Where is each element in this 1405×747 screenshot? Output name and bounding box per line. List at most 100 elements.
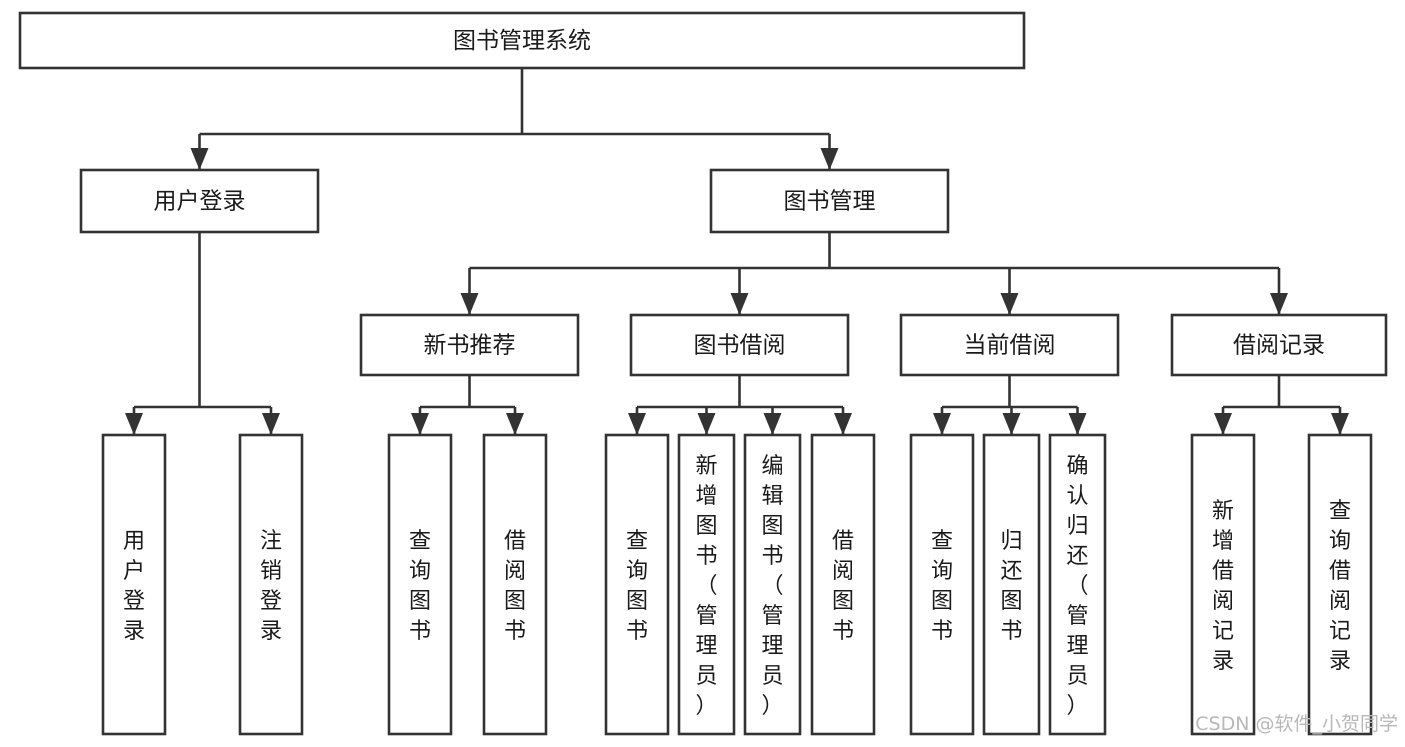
arrow-head-icon-leaf-add-record <box>1214 413 1232 435</box>
node-book-borrow[interactable]: 图书借阅 <box>629 313 850 377</box>
node-label-char: 书 <box>761 544 783 569</box>
node-user-login[interactable]: 用户登录 <box>79 168 320 234</box>
node-new-book-recommend[interactable]: 新书推荐 <box>359 313 580 377</box>
arrow-head-icon-leaf-confirm-return <box>1068 413 1087 435</box>
arrow-head-icon-book-manage <box>820 148 839 170</box>
node-label-char: 记 <box>1212 619 1234 644</box>
node-box-leaf-user-login <box>101 433 167 736</box>
node-book-manage[interactable]: 图书管理 <box>709 168 950 234</box>
node-box-leaf-confirm-return <box>1048 433 1107 736</box>
node-box-leaf-query-record <box>1307 433 1373 736</box>
node-label-char: 还 <box>1000 559 1022 584</box>
node-box-leaf-edit-book <box>743 433 802 736</box>
node-label-char: 阅 <box>504 559 526 584</box>
node-label-char: 阅 <box>1329 589 1351 614</box>
node-leaf-user-login[interactable]: 用户登录 <box>101 433 167 736</box>
node-label-char: 书 <box>832 619 854 644</box>
arrow-head-icon-leaf-query-book-rec <box>411 413 429 435</box>
node-box-book-borrow <box>629 313 850 377</box>
node-label-char: （ <box>695 574 717 599</box>
node-borrow-record[interactable]: 借阅记录 <box>1170 313 1388 377</box>
nodes-layer: 图书管理系统用户登录图书管理新书推荐图书借阅当前借阅借阅记录用户登录注销登录查询… <box>18 11 1388 736</box>
node-label-char: 管 <box>1066 604 1088 629</box>
node-label-char: 图 <box>409 589 431 614</box>
node-label-char: 询 <box>626 559 648 584</box>
arrow-head-icon-leaf-edit-book <box>763 413 782 435</box>
node-label-char: 图 <box>832 589 854 614</box>
node-label-char: 询 <box>931 559 953 584</box>
node-box-leaf-query-book-borrow <box>604 433 670 736</box>
node-label-current-borrow: 当前借阅 <box>964 333 1056 359</box>
arrow-head-icon-borrow-record <box>1270 293 1288 315</box>
node-label-char: 图 <box>1000 589 1022 614</box>
node-label-char: 新 <box>695 454 717 479</box>
node-label-char: 录 <box>260 619 282 644</box>
node-label-char: 登 <box>260 589 282 614</box>
node-current-borrow[interactable]: 当前借阅 <box>899 313 1120 377</box>
node-label-char: 书 <box>1000 619 1022 644</box>
node-root[interactable]: 图书管理系统 <box>18 11 1026 70</box>
node-label-char: 新 <box>1212 499 1234 524</box>
node-label-user-login: 用户登录 <box>154 189 246 215</box>
node-label-char: 查 <box>1329 499 1351 524</box>
node-label-book-borrow: 图书借阅 <box>694 333 786 359</box>
node-label-char: 员 <box>695 664 717 689</box>
node-label-char: 图 <box>504 589 526 614</box>
node-label-char: 阅 <box>832 559 854 584</box>
node-label-char: 销 <box>260 559 282 584</box>
node-label-char: ） <box>695 694 717 719</box>
node-label-char: 确 <box>1066 454 1088 479</box>
node-box-leaf-borrow-book-rec <box>482 433 548 736</box>
node-label-char: 员 <box>761 664 783 689</box>
node-label-char: 查 <box>409 529 431 554</box>
node-label-char: 书 <box>626 619 648 644</box>
node-label-char: 辑 <box>761 484 783 509</box>
node-box-leaf-add-book <box>677 433 736 736</box>
node-label-char: 书 <box>504 619 526 644</box>
connectors-layer <box>125 68 1349 435</box>
node-label-char: 还 <box>1066 544 1088 569</box>
node-label-char: 图 <box>626 589 648 614</box>
node-label-char: ） <box>761 694 783 719</box>
node-label-char: 理 <box>1066 634 1088 659</box>
node-label-char: 借 <box>832 529 854 554</box>
node-box-user-login <box>79 168 320 234</box>
node-label-char: 编 <box>761 454 783 479</box>
node-label-char: 理 <box>695 634 717 659</box>
node-label-char: 增 <box>695 484 717 509</box>
node-box-root <box>18 11 1026 70</box>
node-label-char: 借 <box>1212 559 1234 584</box>
node-box-leaf-logout <box>238 433 304 736</box>
node-box-leaf-add-record <box>1190 433 1256 736</box>
node-box-borrow-record <box>1170 313 1388 377</box>
node-box-leaf-query-book-rec <box>387 433 453 736</box>
node-label-char: 归 <box>1066 514 1088 539</box>
node-label-char: 图 <box>695 514 717 539</box>
node-label-char: 借 <box>1329 559 1351 584</box>
arrow-head-icon-leaf-query-record <box>1331 413 1349 435</box>
arrow-head-icon-current-borrow <box>1000 293 1019 315</box>
node-box-leaf-query-book-cur <box>909 433 975 736</box>
node-label-new-book-recommend: 新书推荐 <box>424 333 516 359</box>
node-label-char: （ <box>1066 574 1088 599</box>
node-label-char: 询 <box>1329 529 1351 554</box>
node-box-leaf-borrow-book <box>810 433 876 736</box>
arrow-head-icon-leaf-user-login <box>125 413 143 435</box>
node-box-current-borrow <box>899 313 1120 377</box>
node-box-book-manage <box>709 168 950 234</box>
node-label-char: 阅 <box>1212 589 1234 614</box>
node-label-borrow-record: 借阅记录 <box>1233 333 1325 359</box>
